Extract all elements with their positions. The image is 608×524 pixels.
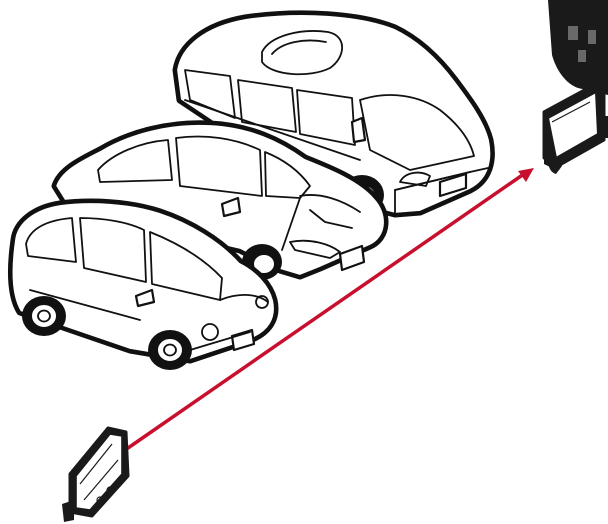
light-receiver-icon xyxy=(544,86,608,174)
light-emitter-icon xyxy=(62,428,128,522)
receiver-housing xyxy=(548,0,608,95)
